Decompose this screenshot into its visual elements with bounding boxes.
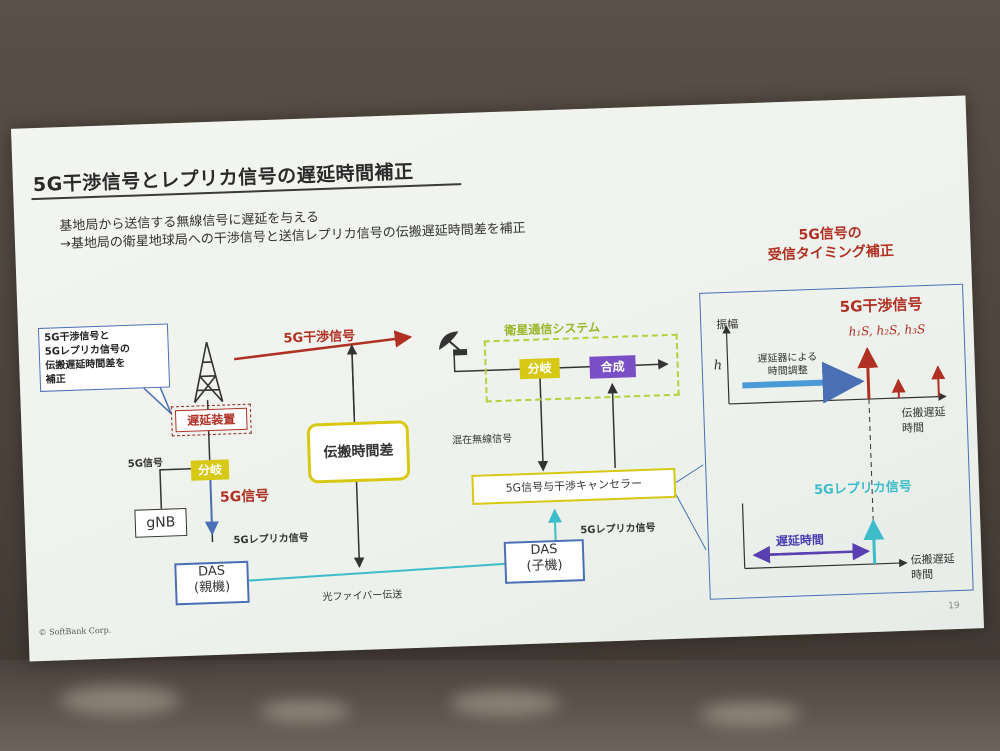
callout-line-4: 補正 [45, 374, 66, 386]
adjust-label: 遅延器による 時間調整 [757, 351, 818, 379]
propagation-time-diff-box: 伝搬時間差 [306, 420, 411, 484]
adjust-line-1: 遅延器による [757, 351, 818, 365]
antenna-tower-icon [193, 341, 224, 404]
delay-device-frame: 遅延装置 [170, 403, 252, 437]
signal-5g-small-label: 5G信号 [127, 457, 164, 470]
taps-label: h₁S, h₂S, h₃S [848, 322, 926, 339]
diagram-lines [137, 325, 947, 583]
axis-top-line-1: 伝搬遅延 [901, 405, 946, 420]
page-number: 19 [948, 601, 960, 612]
das-parent-box: DAS (親機) [174, 560, 250, 606]
combine-tag-satellite: 合成 [589, 355, 637, 379]
satellite-system-label: 衛星通信システム [504, 320, 601, 338]
replica-label-right: 5Gレプリカ信号 [580, 522, 656, 537]
right-heading: 5G信号の 受信タイミング補正 [767, 223, 894, 265]
mixed-signal-label: 混在無線信号 [451, 433, 513, 447]
adjust-line-2: 時間調整 [767, 365, 808, 378]
replica-label-left: 5Gレプリカ信号 [233, 532, 309, 547]
replica-title: 5Gレプリカ信号 [813, 479, 913, 499]
branch-tag-left: 分岐 [190, 459, 230, 481]
satellite-system-box [483, 333, 680, 403]
axis-bottom-line-1: 伝搬遅延 [910, 552, 955, 567]
signal-5g-label: 5G信号 [219, 488, 270, 506]
delay-time-label: 遅延時間 [775, 532, 825, 549]
axis-bottom-line-2: 時間 [910, 567, 934, 582]
axis-label-bottom: 伝搬遅延 時間 [910, 551, 955, 583]
axis-label-top: 伝搬遅延 時間 [901, 404, 946, 436]
delay-device: 遅延装置 [174, 407, 248, 433]
das-child-line-2: (子機) [526, 557, 563, 575]
satellite-dish-icon [438, 331, 468, 356]
callout-note: 5G干渉信号と 5Gレプリカ信号の 伝搬遅延時間差を 補正 [37, 323, 171, 392]
presentation-slide: 5G干渉信号とレプリカ信号の遅延時間補正 基地局から送信する無線信号に遅延を与え… [10, 95, 985, 662]
gnb-box: gNB [134, 507, 188, 538]
axis-top-line-2: 時間 [901, 421, 925, 435]
h-label: h [713, 358, 723, 374]
das-parent-line-2: (親機) [193, 579, 231, 596]
interference-title: 5G干渉信号 [839, 295, 923, 317]
interference-arrow-label: 5G干渉信号 [283, 328, 356, 347]
fiber-label: 光ファイバー伝送 [322, 589, 403, 604]
branch-tag-satellite: 分岐 [519, 357, 561, 380]
das-child-box: DAS (子機) [503, 539, 586, 584]
room-floor [0, 660, 1000, 751]
amplitude-label: 振幅 [716, 317, 739, 332]
